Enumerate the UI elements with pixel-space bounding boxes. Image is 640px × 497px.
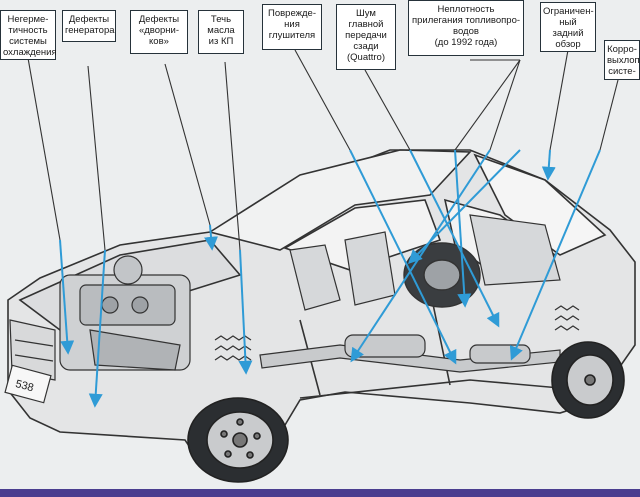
seats [289,214,561,311]
bottom-strip [0,489,640,497]
plate: 538 [4,364,52,404]
arrow-exhaust-corrosion [509,149,601,361]
arrow-wipers [204,224,219,251]
leader-lines [27,49,619,251]
label-rear-view: Ограничен- ный задний обзор [540,2,596,52]
label-cooling-system: Негерме- тичность системы охлаждения [0,10,57,60]
rear-suspension [554,305,580,331]
arrow-generator [88,249,106,408]
label-exhaust-corrosion: Корро- выхлоп- систе- [604,40,640,80]
plate-text: 538 [14,378,35,394]
arrow-rear-axle [409,149,500,328]
grille [9,319,56,381]
arrow-fuel-3 [408,149,521,264]
label-wipers: Дефекты «дворни- ков» [130,10,188,54]
arrow-fuel-2 [454,149,472,308]
arrow-gearbox [238,249,253,375]
label-generator: Дефекты генератора [62,10,116,42]
arrow-muffler [349,149,457,365]
spare-wheel [403,242,481,308]
label-rear-final-drive-noise: Шум главной передачи сзади (Quattro) [336,4,396,70]
arrow-cooling [59,239,75,355]
fault-arrows [59,149,601,408]
front-wheel [187,397,289,483]
engine [59,255,191,371]
rear-wheel [551,341,625,419]
label-gearbox-oil-leak: Течь масла из КП [198,10,244,54]
label-fuel-lines: Неплотность прилегания топливопро- водов… [408,0,524,56]
arrow-rear-view [541,149,556,181]
label-muffler-damage: Поврежде- ния глушителя [262,4,322,50]
